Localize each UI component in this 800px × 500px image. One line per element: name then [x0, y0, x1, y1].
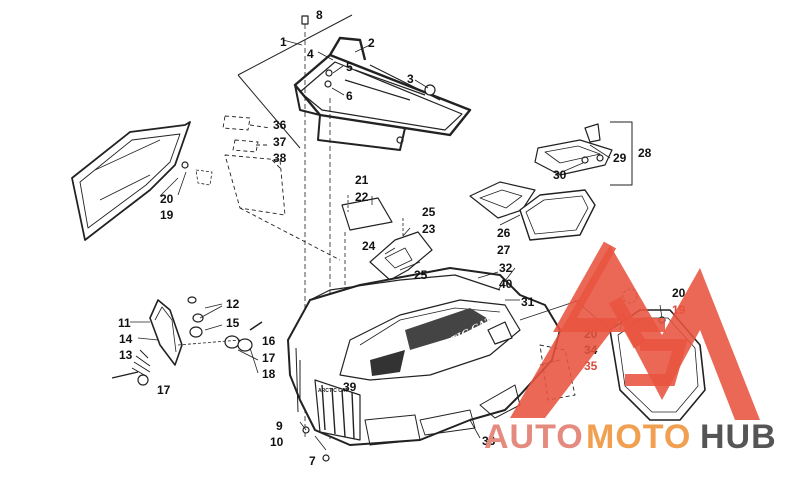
callout-18: 18 — [262, 367, 276, 381]
callout-37: 37 — [273, 135, 287, 149]
callout-31: 31 — [521, 295, 535, 309]
callout-27: 27 — [497, 243, 511, 257]
callout-25-bottom: 25 — [414, 268, 428, 282]
callout-30: 30 — [553, 168, 567, 182]
callout-23: 23 — [422, 222, 436, 236]
watermark-logo: AUTO MOTO HUB — [484, 241, 777, 456]
callout-38: 38 — [273, 151, 287, 165]
callout-8: 8 — [316, 8, 323, 22]
callout-26: 26 — [497, 226, 511, 240]
callout-36: 36 — [273, 118, 287, 132]
callout-6: 6 — [346, 89, 353, 103]
callout-21: 21 — [355, 173, 369, 187]
callout-15: 15 — [226, 316, 240, 330]
storage-bin — [469, 121, 633, 241]
callout-28: 28 — [638, 146, 652, 160]
watermark-hub: HUB — [700, 418, 777, 456]
callout-16: 16 — [262, 334, 276, 348]
callout-9: 9 — [276, 419, 283, 433]
callout-2: 2 — [368, 36, 375, 50]
callout-12: 12 — [226, 297, 240, 311]
callout-19-left: 19 — [160, 208, 174, 222]
watermark-moto: MOTO — [586, 418, 691, 456]
callout-22: 22 — [355, 190, 369, 204]
callout-5: 5 — [346, 60, 353, 74]
left-fender-panel — [71, 121, 213, 241]
callout-13: 13 — [119, 348, 133, 362]
leader-lines — [159, 144, 663, 451]
callout-1: 1 — [280, 35, 287, 49]
callout-20-left: 20 — [160, 192, 174, 206]
front-body-panel — [287, 267, 581, 462]
callout-29: 29 — [613, 151, 627, 165]
grille-logo-decal: ARCTIC CAT — [318, 388, 348, 394]
callout-32: 32 — [499, 261, 513, 275]
callout-20-right: 20 — [672, 286, 686, 300]
callout-17-right: 17 — [262, 351, 276, 365]
callout-17-left: 17 — [157, 383, 171, 397]
callout-3: 3 — [407, 72, 414, 86]
decals-36-38 — [222, 115, 341, 261]
callout-numbers: 8 1 2 4 5 3 6 36 37 38 20 19 21 22 25 23… — [118, 8, 686, 468]
watermark-auto: AUTO — [484, 418, 584, 456]
callout-7: 7 — [309, 454, 316, 468]
callout-25-top: 25 — [422, 205, 436, 219]
headlight-assembly — [111, 296, 263, 386]
callout-24: 24 — [362, 239, 376, 253]
callout-33: 33 — [482, 434, 496, 448]
callout-39: 39 — [343, 380, 357, 394]
callout-40: 40 — [499, 277, 513, 291]
callout-4: 4 — [307, 47, 314, 61]
callout-10: 10 — [270, 435, 284, 449]
callout-11: 11 — [118, 316, 131, 330]
callout-14: 14 — [119, 332, 133, 346]
